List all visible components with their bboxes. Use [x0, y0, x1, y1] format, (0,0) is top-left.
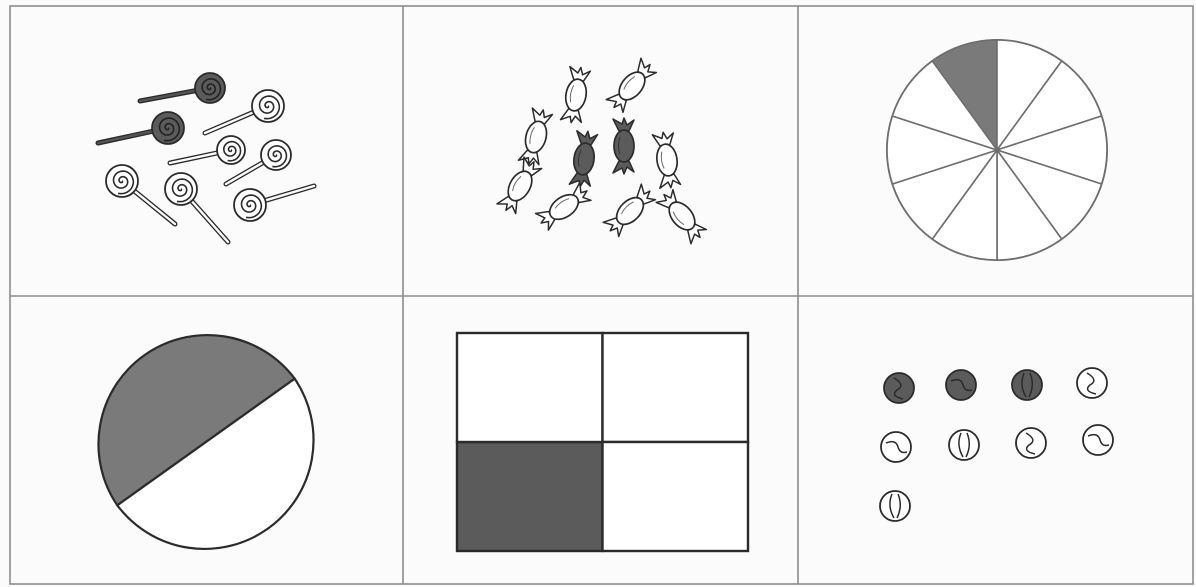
wrapped-candy [602, 183, 656, 237]
wrapped-candy [606, 57, 658, 113]
lollipop [234, 186, 314, 221]
lollipop [170, 136, 245, 164]
marble [949, 430, 979, 460]
lollipop [106, 165, 175, 224]
wrapped-candy [656, 188, 708, 244]
wrapped-candy [652, 131, 681, 189]
panel-marbles [880, 368, 1113, 521]
lollipop [98, 112, 184, 144]
lollipop [165, 173, 228, 242]
rectangle-part [603, 442, 749, 551]
marble [1016, 428, 1046, 458]
rectangle-part [457, 333, 603, 442]
marble [881, 432, 911, 462]
panel-circle-tenths [887, 40, 1107, 260]
wrapped-candy [569, 130, 598, 188]
panel-lollipops [98, 73, 314, 242]
wrapped-candy [535, 182, 593, 231]
panel-candies [496, 57, 707, 244]
marble [880, 491, 910, 521]
wrapped-candy [496, 156, 542, 215]
marble [946, 370, 976, 400]
wrapped-candy [613, 118, 634, 174]
rectangle-part [603, 333, 749, 442]
marble [1012, 370, 1042, 400]
marble [884, 373, 914, 403]
marble [1083, 425, 1113, 455]
wrapped-candy [560, 66, 590, 125]
panel-rectangle-fourths [457, 333, 748, 551]
marble [1077, 368, 1107, 398]
lollipop [140, 73, 225, 103]
panel-circle-halves [98, 335, 313, 549]
rectangle-part-shaded [457, 442, 603, 551]
